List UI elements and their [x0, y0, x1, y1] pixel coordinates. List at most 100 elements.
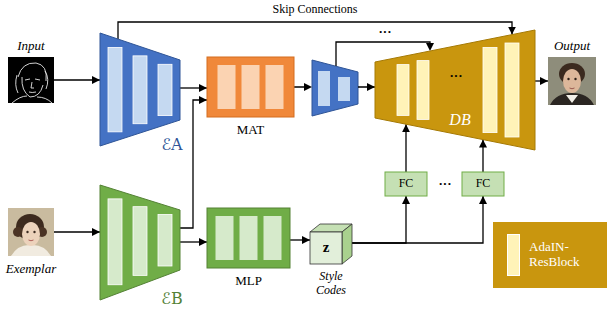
connector — [54, 79, 100, 80]
trapezoid-outline — [100, 33, 180, 146]
layer-bar — [264, 216, 282, 260]
portrait-eye — [567, 78, 569, 80]
legend-swatch — [507, 234, 520, 276]
portrait-ground — [8, 208, 54, 256]
node-shape — [375, 30, 535, 150]
node-shape — [8, 208, 54, 256]
input-image: Input — [8, 57, 54, 103]
connector — [180, 100, 207, 228]
sketch-stroke — [45, 71, 48, 89]
layer-bar — [483, 47, 497, 132]
layer-bar — [242, 65, 260, 109]
block-outline — [207, 57, 294, 117]
node-shape — [100, 185, 180, 300]
edge-label: Skip Connections — [269, 3, 360, 17]
layer-bar — [133, 207, 147, 276]
node-label: FC — [476, 177, 491, 191]
node-caption: Style Codes — [308, 270, 354, 298]
connector — [482, 140, 483, 172]
layer-bar — [397, 65, 409, 116]
node-label: Output — [554, 39, 590, 54]
sketch-stroke — [25, 79, 30, 80]
mat-block: MAT — [207, 57, 294, 117]
sketch-ground — [8, 57, 54, 103]
node-shape — [8, 57, 54, 103]
ellipsis-mark: ··· — [449, 69, 462, 84]
encoder-a: ℰA — [100, 33, 180, 146]
portrait-coat — [550, 93, 594, 105]
connector — [405, 124, 406, 172]
node-label: MAT — [237, 123, 264, 138]
node-label: z — [323, 239, 330, 256]
layer-bar — [505, 43, 519, 137]
mlp-block: MLP — [207, 208, 290, 268]
cube-front — [310, 232, 342, 264]
connector — [352, 196, 483, 243]
ellipsis-mark: ··· — [438, 177, 451, 192]
node-label: MLP — [235, 274, 262, 289]
sketch-stroke — [16, 75, 18, 93]
fc-layer: FC — [385, 172, 427, 196]
portrait-mouth — [570, 88, 575, 90]
legend-box: AdaIN-ResBlock — [493, 222, 607, 288]
sketch-stroke — [22, 77, 43, 97]
output-image: Output — [548, 57, 596, 105]
trapezoid-outline — [100, 185, 180, 300]
layer-bar — [218, 65, 236, 109]
layer-bar — [240, 216, 258, 260]
portrait-eye — [33, 231, 35, 233]
layer-bar — [108, 47, 122, 131]
sketch-stroke — [31, 82, 34, 88]
node-label: Input — [17, 39, 44, 54]
node-label: FC — [399, 177, 414, 191]
layer-bar — [108, 199, 122, 285]
fc-outline — [462, 172, 504, 196]
sketch-stroke — [35, 79, 40, 80]
node-shape — [207, 57, 294, 117]
connector — [180, 87, 207, 88]
connector — [54, 231, 100, 232]
layer-bar — [216, 216, 234, 260]
cube-side — [342, 224, 352, 264]
portrait-eye — [26, 231, 28, 233]
portrait-collar — [566, 95, 578, 103]
node-label: DB — [449, 111, 470, 129]
encoder-b: ℰB — [100, 185, 180, 300]
portrait-face — [563, 69, 581, 93]
node-shape — [100, 33, 180, 146]
node-label: ℰA — [161, 136, 182, 154]
node-shape — [207, 208, 290, 268]
portrait-dress — [11, 245, 51, 256]
node-shape — [548, 57, 596, 105]
fc-outline — [385, 172, 427, 196]
legend-label: AdaIN-ResBlock — [529, 240, 601, 270]
encoder-bar — [318, 71, 330, 106]
portrait-mouth — [29, 240, 34, 242]
small-encoder — [312, 60, 358, 116]
node-label: ℰB — [161, 290, 182, 308]
block-outline — [207, 208, 290, 268]
exemplar-image: Exemplar — [8, 208, 54, 256]
portrait-face — [22, 222, 40, 246]
connector — [294, 86, 375, 87]
layer-bar — [133, 56, 147, 124]
sketch-stroke — [37, 97, 52, 103]
portrait-eye — [574, 78, 576, 80]
connector — [352, 196, 406, 243]
layer-bar — [158, 215, 172, 267]
node-shape — [310, 224, 352, 264]
trapezoid-outline — [375, 30, 535, 150]
node-label: Exemplar — [6, 262, 57, 277]
portrait-hair — [13, 227, 23, 237]
connector — [290, 239, 310, 240]
connector — [535, 80, 548, 81]
style-code-cube: zStyle Codes — [310, 224, 352, 264]
layer-bar — [266, 65, 284, 109]
decoder-b: DB — [375, 30, 535, 150]
connector — [118, 22, 512, 39]
fc-layer: FC — [462, 172, 504, 196]
layer-bar — [158, 64, 172, 115]
portrait-ground — [548, 57, 596, 105]
arrowhead — [426, 43, 434, 51]
